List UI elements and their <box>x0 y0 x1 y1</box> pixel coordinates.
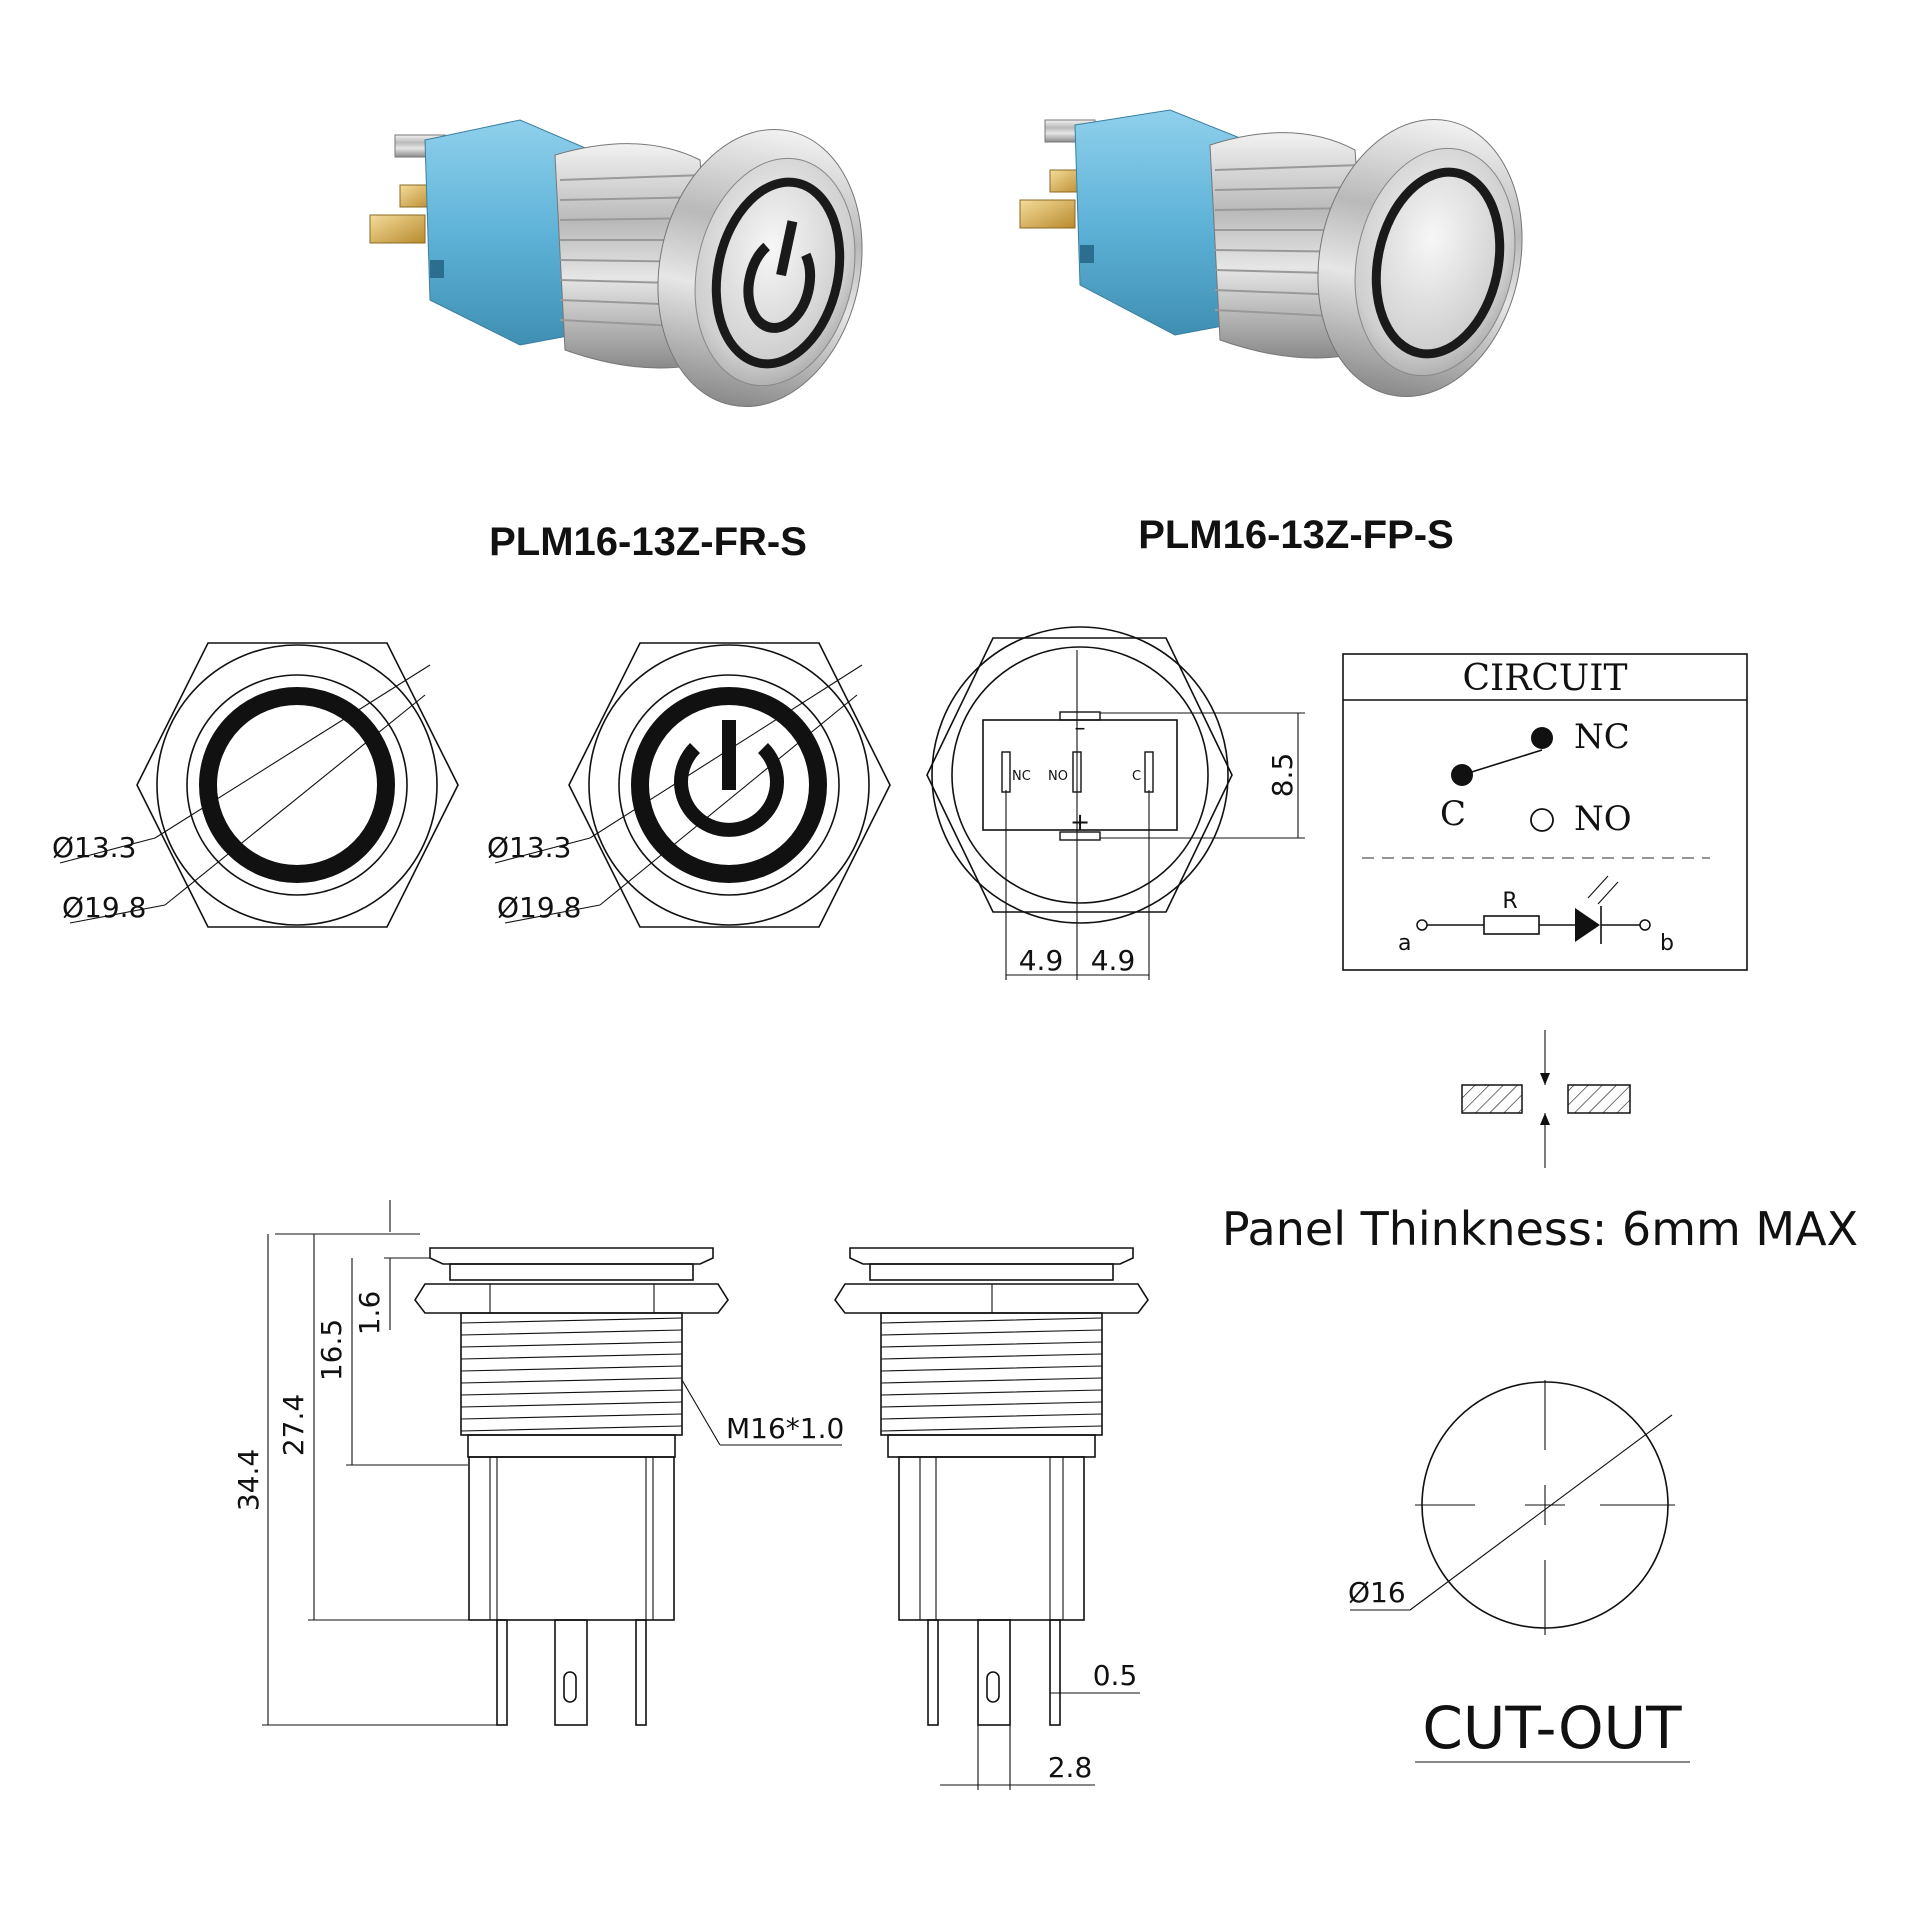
panel-thickness-diagram <box>1461 1030 1631 1168</box>
dim-total-length: 34.4 <box>232 1449 265 1511</box>
dim-pin-thickness: 0.5 <box>1093 1659 1138 1692</box>
cutout-diagram: Ø16 CUT-OUT <box>1348 1380 1690 1763</box>
dim-inner-diameter: Ø13.3 <box>487 831 571 864</box>
polarity-minus: – <box>1075 716 1086 741</box>
dim-outer-diameter: Ø19.8 <box>497 891 581 924</box>
side-view-left: 34.4 27.4 16.5 1.6 M16*1.0 <box>232 1200 844 1726</box>
circuit-title: CIRCUIT <box>1463 658 1628 699</box>
power-icon <box>674 720 784 837</box>
terminal-c-label: C <box>1132 769 1141 784</box>
led-symbol <box>1575 908 1600 942</box>
dim-body-length: 27.4 <box>277 1394 310 1456</box>
led-ring <box>711 177 845 369</box>
terminal-b-label: b <box>1660 931 1674 956</box>
product-model-2: PLM16-13Z-FP-S <box>1138 513 1454 557</box>
power-icon <box>743 220 816 333</box>
dim-head-height: 1.6 <box>353 1291 386 1336</box>
front-view-ring: Ø13.3 Ø19.8 <box>52 642 459 928</box>
thread <box>880 1312 1103 1436</box>
led-ring <box>1371 167 1505 359</box>
thread-spec: M16*1.0 <box>726 1412 844 1445</box>
dim-pitch-left: 4.9 <box>1019 944 1064 977</box>
dim-pitch-right: 4.9 <box>1091 944 1136 977</box>
dim-outer-diameter: Ø19.8 <box>62 891 146 924</box>
circuit-nc-label: NC <box>1574 717 1630 757</box>
terminal-no-label: NO <box>1048 769 1068 784</box>
resistor-label: R <box>1502 889 1517 914</box>
dim-inner-diameter: Ø13.3 <box>52 831 136 864</box>
circuit-no-label: NO <box>1574 799 1632 839</box>
ring-symbol <box>199 687 395 883</box>
solder-terminals <box>1019 119 1096 229</box>
terminal-a-label: a <box>1398 931 1411 956</box>
thread <box>460 1312 683 1436</box>
product-photo-flat <box>1019 109 1523 398</box>
resistor-symbol <box>1483 915 1540 935</box>
side-view-right: 0.5 2.8 <box>834 1247 1149 1790</box>
product-photo-power <box>369 119 863 408</box>
dim-pin-width: 2.8 <box>1048 1751 1093 1784</box>
product-model-1: PLM16-13Z-FR-S <box>489 520 807 564</box>
panel-thickness-text: Panel Thinkness: 6mm MAX <box>1222 1202 1858 1256</box>
dim-terminal-height: 8.5 <box>1266 753 1299 798</box>
back-view: NC NO C – + 8.5 4.9 4.9 <box>926 626 1305 980</box>
front-view-power: Ø13.3 Ø19.8 <box>487 642 891 928</box>
circuit-diagram: CIRCUIT NC NO C R a b <box>1342 653 1748 971</box>
cutout-diameter: Ø16 <box>1348 1576 1406 1609</box>
dim-thread-length: 16.5 <box>315 1319 348 1381</box>
polarity-plus: + <box>1070 808 1090 836</box>
terminal-nc-label: NC <box>1012 769 1031 784</box>
cutout-title: CUT-OUT <box>1422 1694 1682 1762</box>
circuit-c-label: C <box>1440 794 1466 834</box>
